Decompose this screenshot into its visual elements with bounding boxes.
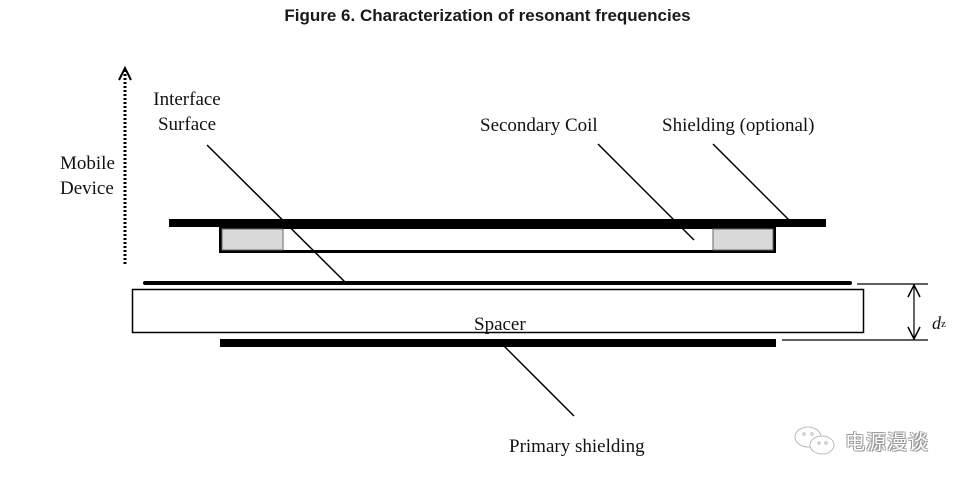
dz-label: dz (932, 313, 946, 334)
wechat-icon (794, 426, 835, 455)
dz-dimension (782, 283, 928, 341)
secondary-coil-left-winding (221, 228, 284, 251)
interface-surface-line (143, 281, 852, 285)
mobile-device-label: Mobile Device (60, 151, 115, 201)
primary-shielding-bar (220, 339, 776, 347)
arrow-up-icon (907, 283, 921, 298)
secondary-coil-leader (597, 143, 695, 241)
primary-shielding-leader (503, 345, 575, 417)
interface-surface-leader (206, 144, 346, 283)
arrow-up-icon (118, 65, 132, 81)
shielding-optional-label: Shielding (optional) (662, 115, 815, 136)
mobile-device-label-line1: Mobile (60, 153, 115, 174)
dz-symbol: d (932, 313, 941, 333)
optional-shielding-bar (169, 219, 826, 227)
interface-surface-label: Interface Surface (143, 87, 231, 137)
figure-title: Figure 6. Characterization of resonant f… (284, 6, 691, 25)
spacer-label: Spacer (474, 314, 526, 335)
interface-surface-label-line2: Surface (157, 114, 217, 135)
secondary-coil-right-winding (712, 228, 774, 251)
dz-subscript: z (941, 318, 946, 330)
primary-shielding-label: Primary shielding (509, 436, 645, 457)
mobile-device-arrow (118, 65, 132, 266)
arrow-down-icon (907, 326, 921, 341)
watermark-text: 电源漫谈 (845, 430, 929, 454)
spacer-block (131, 288, 865, 334)
mobile-device-label-line2: Device (60, 178, 114, 199)
interface-surface-label-line1: Interface (153, 89, 221, 110)
secondary-coil-label: Secondary Coil (480, 115, 598, 136)
secondary-coil-housing (219, 226, 776, 253)
shielding-optional-leader (712, 143, 790, 221)
